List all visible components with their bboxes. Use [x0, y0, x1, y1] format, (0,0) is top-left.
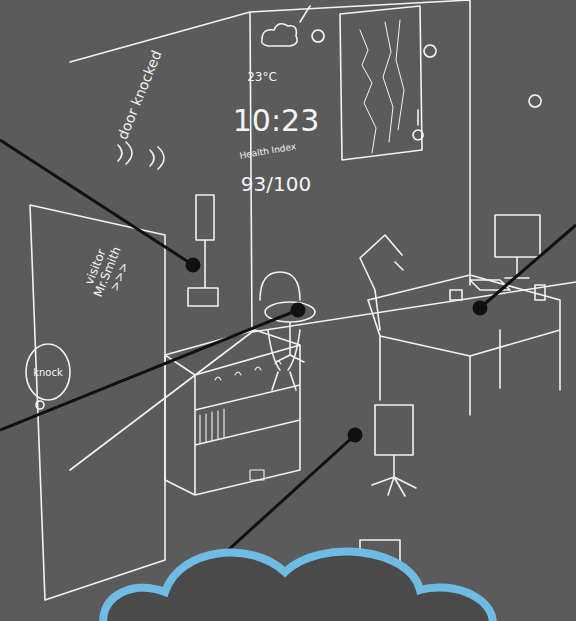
sketch-label: knock: [33, 367, 63, 378]
robot-arm: [360, 235, 403, 330]
sketch-label: 23°C: [247, 71, 277, 84]
window-tree: [360, 20, 404, 153]
sensor-stand: [188, 195, 218, 306]
leader-dot: [474, 302, 486, 314]
open-door: [30, 205, 165, 600]
leader-dot: [349, 429, 361, 441]
desk: [368, 275, 560, 415]
knock-waves: [118, 142, 164, 169]
leader-dot: [187, 259, 199, 271]
leader-dot: [292, 304, 304, 316]
sketch-label: 93/100: [241, 173, 311, 195]
books: [200, 361, 281, 480]
cloud-shape: [103, 552, 493, 621]
speech-bubble: [26, 344, 70, 400]
side-chair: [260, 272, 300, 390]
window: [340, 6, 422, 160]
weather-icon: [262, 6, 324, 46]
sketch-label: 10:23: [233, 104, 319, 137]
door-knob: [36, 401, 44, 409]
office-chair: [372, 405, 416, 496]
leader-line: [0, 140, 576, 621]
leader-lines: [0, 140, 576, 621]
computer: [450, 215, 545, 300]
ceiling-sensors: [413, 45, 541, 140]
room-lines: [26, 0, 576, 600]
